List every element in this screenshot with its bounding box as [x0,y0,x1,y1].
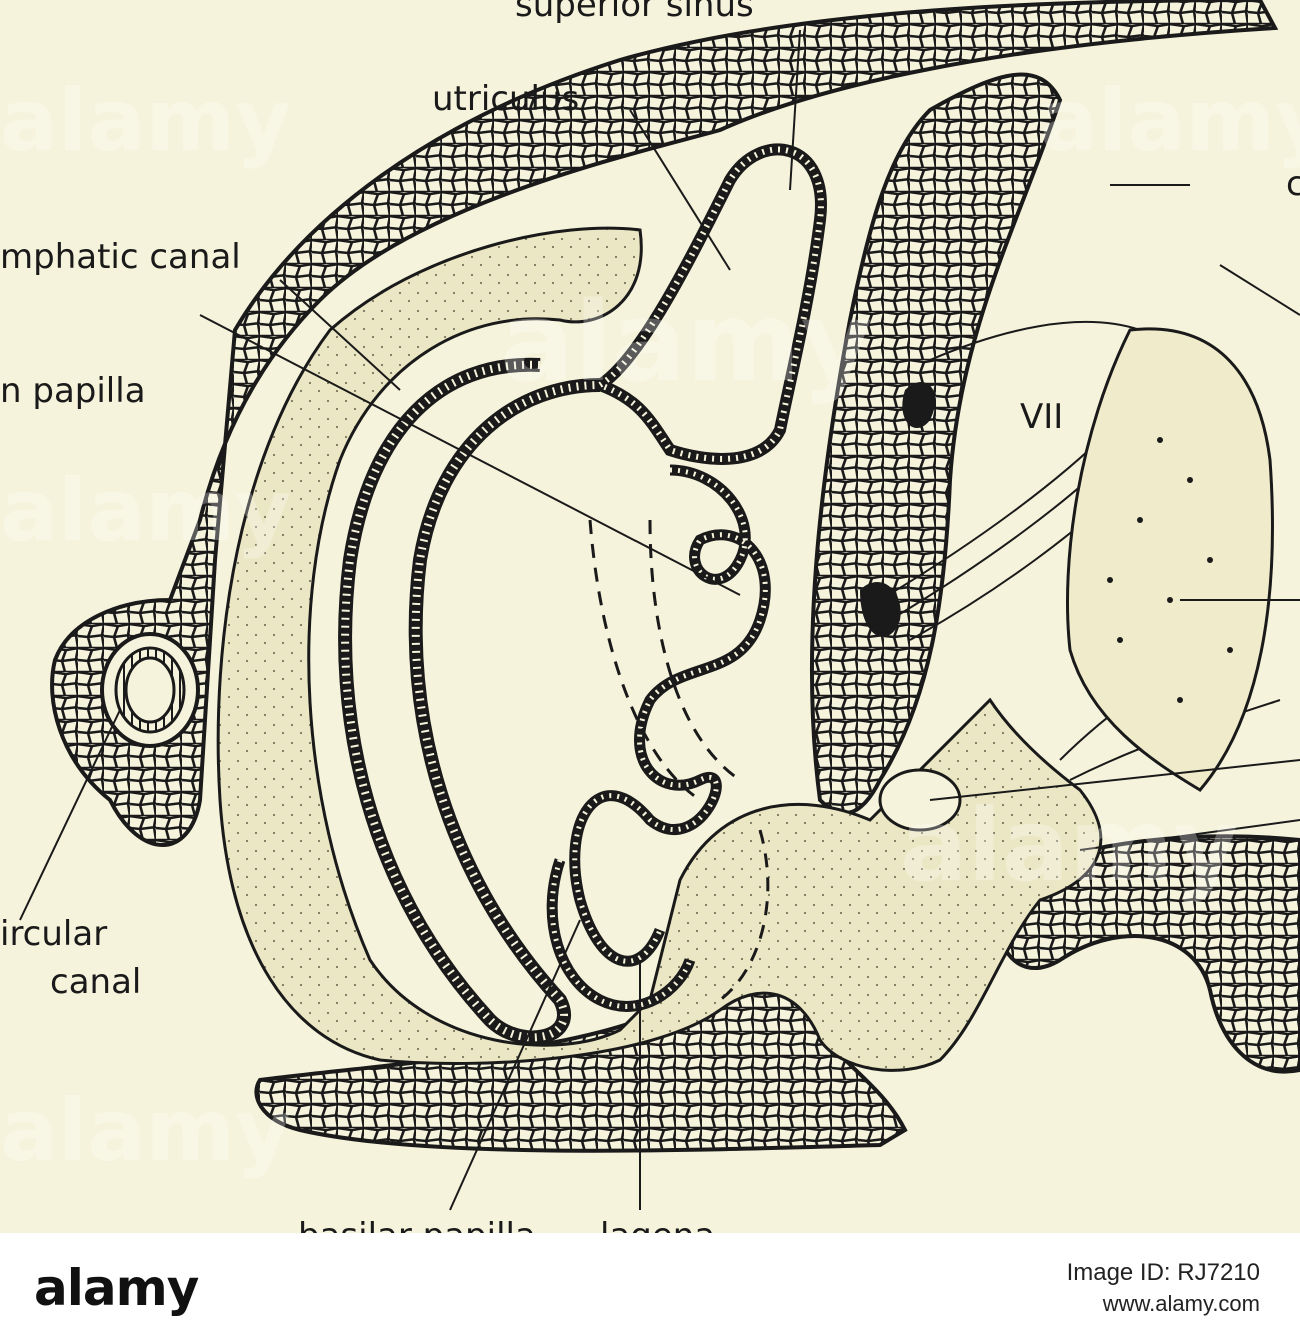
svg-text:alamy: alamy [500,278,873,406]
site-url[interactable]: www.alamy.com [1102,1290,1260,1316]
dashed-outline [588,519,701,802]
label-perilymphatic-canal: mphatic canal [0,237,241,277]
anatomical-diagram: superior sinus utriculus mphatic canal n… [0,0,1300,1233]
nerve-dark-spot [902,381,936,429]
svg-text:alamy: alamy [1040,71,1300,171]
ganglion [1066,327,1274,792]
membranous-duct [338,357,601,1045]
stock-photo-footer: alamy Image ID: RJ7210 www.alamy.com [0,1233,1300,1342]
perilymphatic-space [216,226,1103,1072]
label-right-cut: c [1286,164,1300,204]
label-lagena: lagena [600,1216,715,1233]
label-basilar-papilla: basilar papilla [298,1216,536,1233]
svg-text:alamy: alamy [900,787,1239,904]
svg-text:alamy: alamy [0,1081,291,1181]
foramen-section [878,768,962,832]
watermark: alamy alamy alamy alamy alamy alamy [0,71,1300,1181]
svg-text:alamy: alamy [0,461,291,561]
label-superior-sinus: superior sinus [515,0,754,25]
image-id: Image ID: RJ7210 [1066,1258,1260,1286]
image-meta: Image ID: RJ7210 www.alamy.com [1067,1259,1260,1317]
label-papilla: n papilla [0,371,146,411]
leader-lines [19,29,1300,1211]
nerve-dark-spot [860,581,901,637]
ganglion-cells [1107,437,1233,703]
label-semicircular-canal-1: ircular [0,914,107,954]
svg-text:alamy: alamy [0,71,291,171]
alamy-logo[interactable]: alamy [34,1258,199,1317]
label-semicircular-canal-2: canal [50,962,141,1002]
central-cartilage-bar [809,72,1063,816]
otic-capsule-outer-wall [50,0,1279,847]
lagena-loop [546,858,696,1012]
label-nerve-vii: VII [1020,397,1063,437]
label-utriculus: utriculus [432,79,579,119]
